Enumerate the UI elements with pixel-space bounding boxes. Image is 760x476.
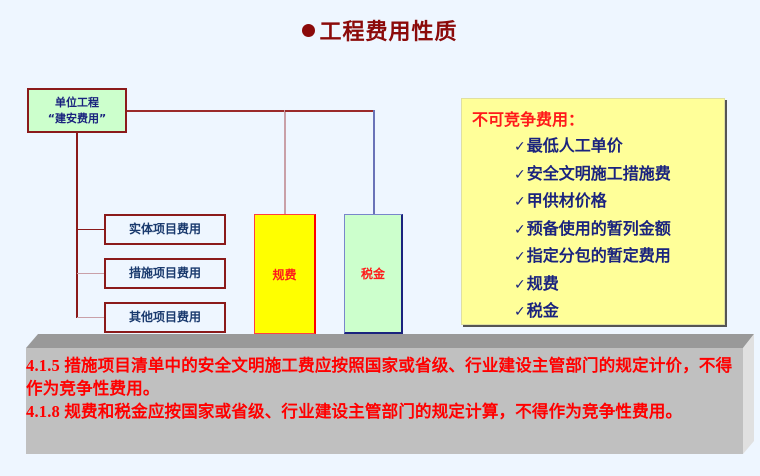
note-item-text: 最低人工单价 [526,136,623,155]
root-node-box: 单位工程 “建安费用” [27,88,127,133]
connector-item-3 [77,317,104,318]
note-list-item: ✓甲供材价格 [514,188,724,216]
connector-to-guifei [284,110,286,214]
note-item-text: 安全文明施工措施费 [526,163,671,183]
note-title: 不可竞争费用： [472,110,585,129]
item-box-other-cost: 其他项目费用 [104,302,226,333]
root-node-line2: “建安费用” [47,112,107,125]
check-icon: ✓ [514,166,526,183]
non-competitive-cost-note: 不可竞争费用： ✓最低人工单价 ✓安全文明施工措施费 ✓甲供材价格 ✓预备使用的… [461,98,725,325]
note-list-item: ✓最低人工单价 [514,133,724,161]
check-icon: ✓ [514,194,526,210]
connector-root-horizontal [127,110,285,112]
check-icon: ✓ [514,304,526,320]
connector-root-vertical [76,133,78,318]
item-box-entity-cost: 实体项目费用 [104,214,226,245]
column-label-shuijin: 税金 [360,267,385,281]
check-icon: ✓ [514,249,526,265]
rule-4-1-8: 4.1.8 规费和税金应按国家或省级、行业建设主管部门的规定计算，不得作为竞争性… [26,402,683,421]
check-icon: ✓ [514,139,526,155]
note-list: ✓最低人工单价 ✓安全文明施工措施费 ✓甲供材价格 ✓预备使用的暂列金额 ✓指定… [514,133,724,326]
item-box-measure-cost: 措施项目费用 [104,258,226,289]
note-list-item: ✓预备使用的暂列金额 [514,216,724,244]
check-icon: ✓ [514,276,526,293]
column-label-guifei: 规费 [272,267,297,282]
rule-4-1-5: 4.1.5 措施项目清单中的安全文明施工费应按照国家或省级、行业建设主管部门的规… [26,356,733,398]
slab-side-face [743,334,754,454]
page-title: 工程费用性质 [0,14,760,46]
slab-top-face [26,334,754,348]
page-title-text: 工程费用性质 [319,20,458,45]
note-item-text: 甲供材价格 [526,191,607,210]
note-item-text: 指定分包的暂定费用 [526,246,671,265]
connector-to-shuijin [373,110,375,214]
note-item-text: 税金 [526,301,559,320]
connector-item-1 [77,229,104,230]
connector-top-to-shuijin [285,110,374,112]
note-list-item: ✓指定分包的暂定费用 [514,243,724,271]
bullet-icon [302,24,316,37]
note-item-text: 预备使用的暂列金额 [526,218,671,238]
connector-item-2 [77,273,104,274]
root-node-line1: 单位工程 [55,96,99,109]
check-icon: ✓ [514,221,526,238]
note-item-text: 规费 [526,273,559,293]
note-list-item: ✓安全文明施工措施费 [514,161,724,189]
note-list-item: ✓税金 [514,298,724,326]
column-box-guifei: 规费 [254,214,316,334]
note-list-item: ✓规费 [514,271,724,299]
rules-panel: 4.1.5 措施项目清单中的安全文明施工费应按照国家或省级、行业建设主管部门的规… [26,348,743,454]
column-box-shuijin: 税金 [344,214,403,334]
